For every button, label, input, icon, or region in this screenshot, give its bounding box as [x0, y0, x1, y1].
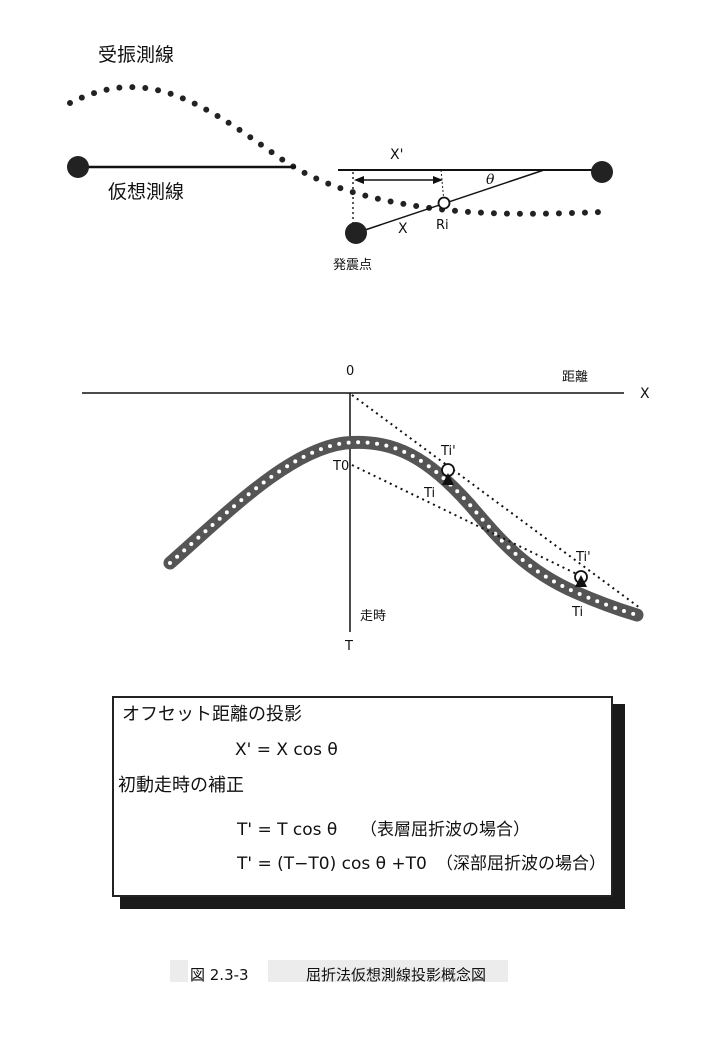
formula-shallow-correction: T' = T cos θ [237, 820, 338, 840]
ti-label-1: Ti [424, 486, 436, 501]
receiver-line-curve [67, 84, 603, 217]
formula-heading-time: 初動走時の補正 [118, 775, 244, 796]
formula-heading-offset: オフセット距離の投影 [122, 704, 302, 725]
x-axis-label: X [640, 386, 650, 402]
ti-marker-1 [442, 473, 454, 485]
distance-label: 距離 [562, 370, 589, 385]
t0-label: T0 [333, 459, 350, 474]
time-label: 走時 [360, 609, 387, 624]
caption-ghost-right [268, 960, 508, 982]
correction-line-upper [351, 394, 641, 609]
travel-time-band [163, 435, 644, 622]
x-label: X [398, 221, 408, 237]
projection-geometry-diagram [67, 84, 613, 244]
theta-label: θ [486, 172, 495, 188]
virtual-line-label: 仮想測線 [108, 181, 185, 203]
formula-offset-projection: X' = X cos θ [235, 740, 338, 760]
shot-point [345, 222, 367, 244]
ti-marker-2 [575, 575, 587, 587]
formula-deep-note: （深部屈折波の場合） [436, 854, 606, 874]
origin-label: 0 [346, 364, 355, 379]
ti-prime-label-1: Ti' [441, 444, 456, 459]
caption-title: 屈折法仮想測線投影概念図 [306, 966, 487, 984]
formula-deep-correction: T' = (T−T0) cos θ +T0 [237, 854, 427, 874]
formula-box: オフセット距離の投影 X' = X cos θ 初動走時の補正 T' = T c… [112, 696, 613, 897]
shot-point-label: 発震点 [333, 258, 373, 273]
x-prime-label: X' [390, 147, 404, 163]
caption-number: 図 2.3-3 [190, 966, 249, 984]
receiver-point [437, 196, 451, 210]
ti-prime-label-2: Ti' [576, 550, 591, 565]
t-axis-label: T [345, 639, 353, 654]
virtual-line-end-left [67, 156, 89, 178]
travel-time-diagram [82, 392, 644, 632]
caption-ghost-left [170, 960, 188, 982]
correction-line-lower [351, 464, 586, 579]
ti-label-2: Ti [572, 605, 584, 620]
receiver-line-label: 受振測線 [98, 44, 175, 66]
virtual-line-end-right [591, 161, 613, 183]
receiver-label: Ri [436, 218, 449, 233]
formula-shallow-note: （表層屈折波の場合） [360, 820, 530, 840]
